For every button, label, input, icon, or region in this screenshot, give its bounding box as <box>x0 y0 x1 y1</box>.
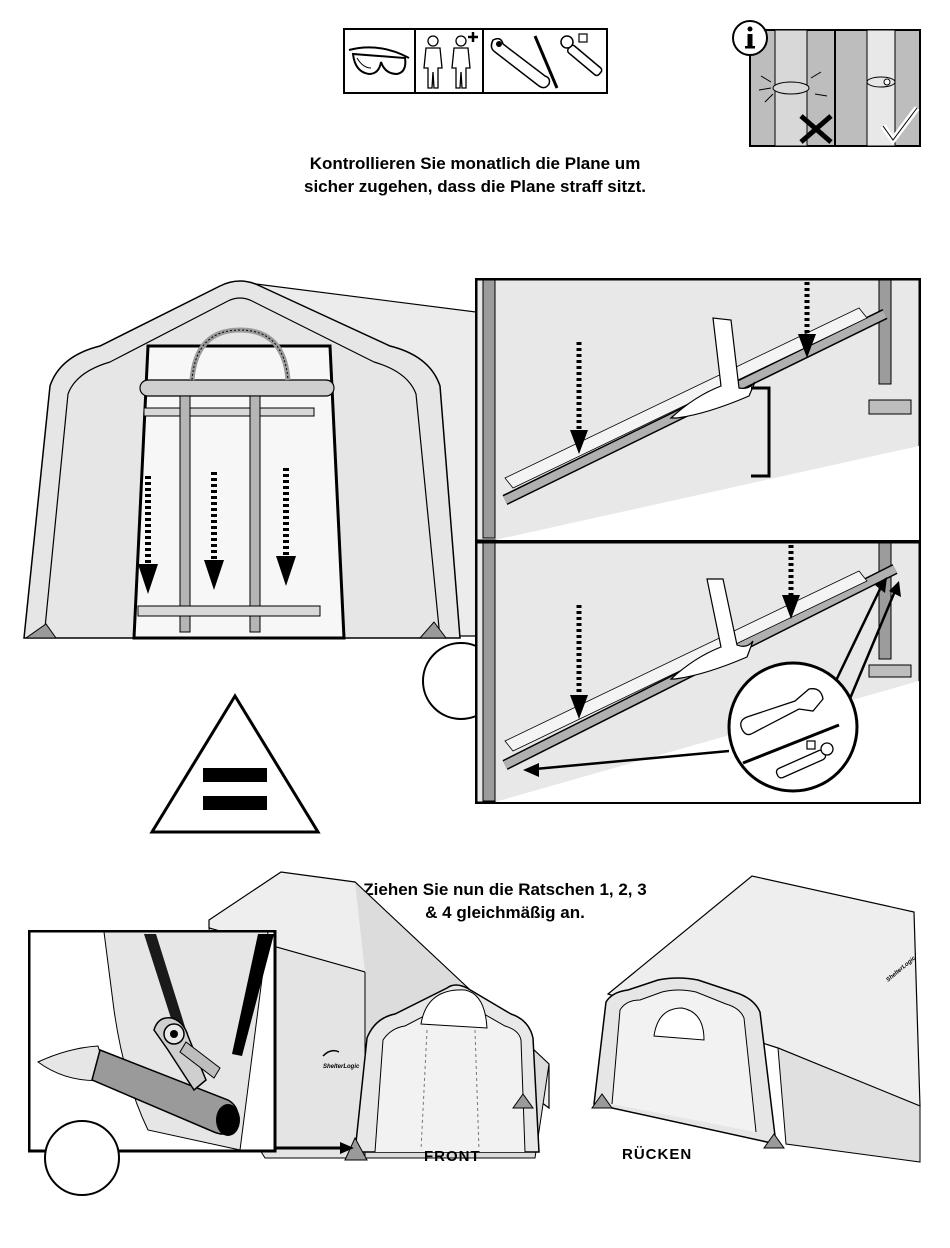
tarp-pull-detail-top <box>475 278 921 542</box>
tools-magnifier <box>729 663 857 791</box>
monthly-check-instruction: Kontrollieren Sie monatlich die Plane um… <box>230 152 720 198</box>
front-label: FRONT <box>424 1148 481 1165</box>
shed-front-door-illustration <box>20 276 480 646</box>
back-label: RÜCKEN <box>622 1146 692 1163</box>
tarp-tighten-detail-bottom <box>475 541 921 804</box>
required-tools-strip <box>343 28 608 94</box>
info-icon <box>733 21 767 55</box>
shed-back-view: ShelterLogic <box>588 872 922 1168</box>
info-box <box>731 16 923 148</box>
callout-circle <box>42 1118 122 1198</box>
equals-warning-triangle <box>148 692 322 836</box>
